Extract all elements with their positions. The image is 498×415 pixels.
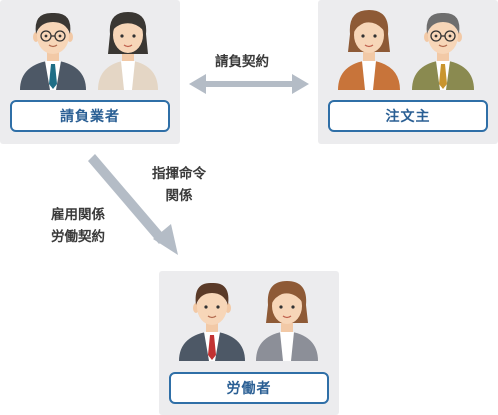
command-relation-line2: 関係: [165, 188, 193, 204]
contract-double-arrow: [189, 74, 309, 94]
orderer-man-avatar: [412, 12, 474, 90]
command-relation-label: 指揮命令 関係: [146, 163, 212, 207]
worker-man-avatar: [179, 282, 245, 361]
contractor-man-avatar: [20, 12, 86, 90]
command-diagonal-arrow: [88, 154, 178, 255]
orderer-woman-avatar: [338, 10, 400, 90]
command-relation-line1: 指揮命令: [152, 166, 206, 182]
worker-woman-avatar: [256, 281, 318, 361]
employment-relation-line2: 労働契約: [51, 229, 105, 245]
employment-relation-label: 雇用関係 労働契約: [51, 204, 105, 248]
contract-relation-label: 請負契約: [215, 54, 269, 70]
orderer-label: 注文主: [328, 100, 488, 132]
contractor-woman-avatar: [98, 12, 158, 90]
contractor-label: 請負業者: [10, 100, 170, 132]
employment-relation-line1: 雇用関係: [51, 207, 105, 223]
worker-label: 労働者: [169, 372, 329, 404]
